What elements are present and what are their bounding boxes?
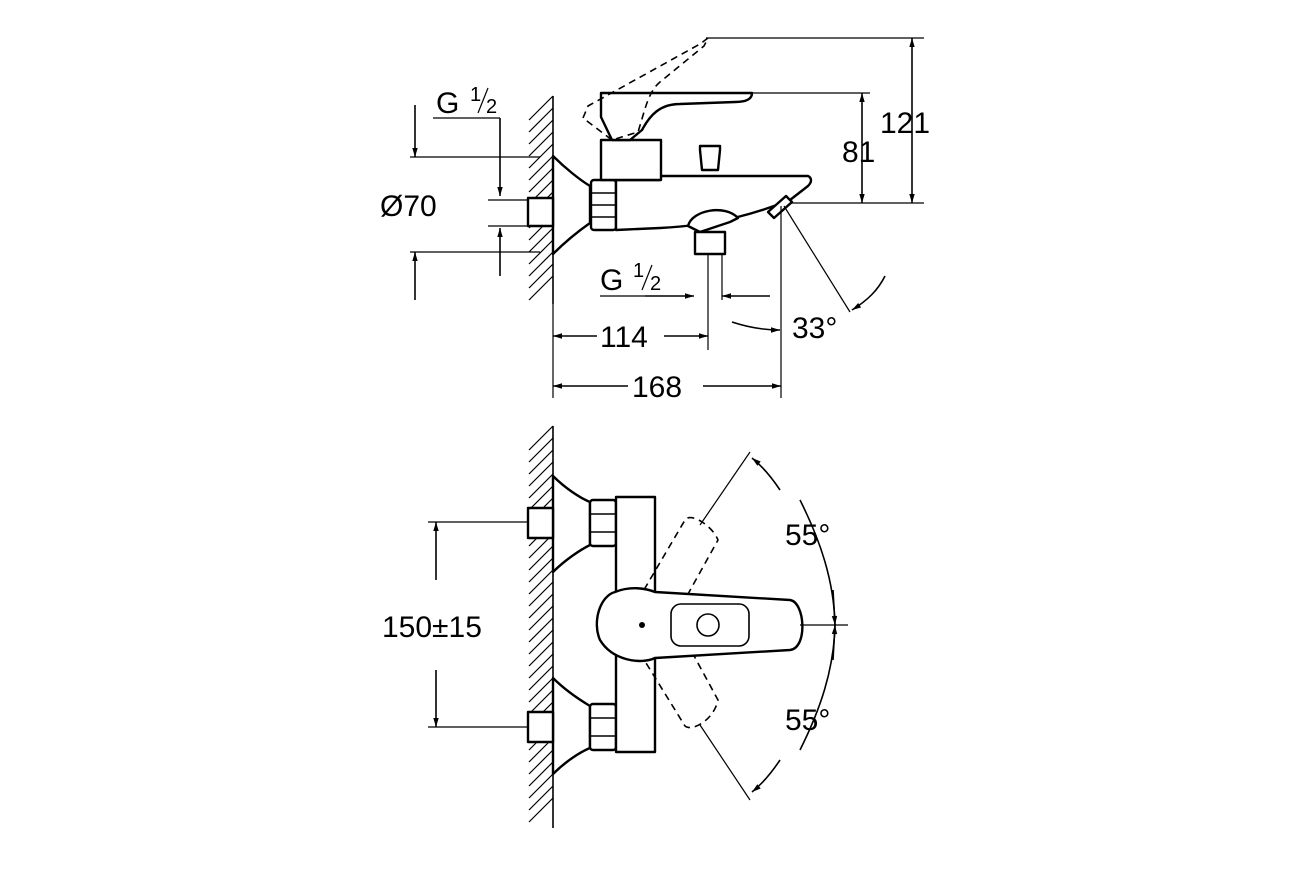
spout-angle-label: 33° bbox=[792, 312, 837, 345]
hatch-line bbox=[528, 251, 554, 277]
hatch-line bbox=[528, 155, 554, 181]
thread-top-num: 1 bbox=[470, 84, 481, 106]
diameter-dim: Ø70 bbox=[380, 190, 540, 300]
hatch-line bbox=[528, 581, 554, 607]
lever-position-up bbox=[636, 516, 719, 613]
hatch-line bbox=[528, 785, 554, 811]
inlet-upper bbox=[526, 474, 655, 574]
hatch-line bbox=[528, 677, 554, 703]
hatch-line bbox=[528, 119, 554, 145]
height-dims: 81 121 bbox=[706, 37, 930, 204]
hatch-line bbox=[528, 143, 554, 169]
hatch-line bbox=[528, 131, 554, 157]
centres-dim: 150±15 bbox=[382, 521, 528, 728]
hatch-line bbox=[528, 473, 554, 499]
angle-down-label: 55° bbox=[785, 704, 830, 737]
lever-position-down bbox=[636, 628, 719, 729]
depth-dims: 114 168 bbox=[552, 304, 781, 404]
hatch-line bbox=[528, 95, 554, 121]
depth-114-label: 114 bbox=[600, 321, 648, 354]
hatch-line bbox=[528, 461, 554, 487]
hatch-line bbox=[528, 485, 554, 511]
thread-top-den: 2 bbox=[486, 96, 497, 118]
hatch-line bbox=[528, 167, 554, 193]
hatch-line bbox=[528, 449, 554, 475]
hatch-line bbox=[528, 653, 554, 679]
thread-top-letter: G bbox=[436, 87, 459, 120]
angle-up-label: 55° bbox=[785, 519, 830, 552]
hatch-line bbox=[528, 617, 554, 643]
hatch-line bbox=[528, 797, 554, 823]
hatch-line bbox=[528, 437, 554, 463]
hatch-line bbox=[528, 107, 554, 133]
hatch-line bbox=[528, 761, 554, 787]
height-121-label: 121 bbox=[880, 107, 930, 140]
lever-top bbox=[595, 587, 804, 663]
thread-dim-bottom: G 1 2 bbox=[600, 254, 770, 350]
thread-bottom-letter: G bbox=[600, 264, 623, 297]
thread-bottom-den: 2 bbox=[650, 273, 661, 295]
thread-dim-top: G 1 2 bbox=[410, 84, 540, 196]
hatch-line bbox=[528, 665, 554, 691]
wall-top bbox=[528, 425, 554, 828]
hatch-line bbox=[528, 275, 554, 301]
hatch-line bbox=[528, 749, 554, 775]
hatch-line bbox=[528, 605, 554, 631]
diverter-side bbox=[686, 209, 740, 234]
hatch-line bbox=[528, 689, 554, 715]
hatch-line bbox=[528, 263, 554, 289]
lever-recess bbox=[670, 603, 750, 647]
inlet-lower bbox=[526, 676, 655, 776]
hatch-line bbox=[528, 239, 554, 265]
hatch-line bbox=[528, 773, 554, 799]
hatch-line bbox=[528, 569, 554, 595]
hatch-line bbox=[528, 641, 554, 667]
side-view: G 1 2 Ø70 81 121 bbox=[380, 37, 930, 404]
height-81-label: 81 bbox=[842, 136, 875, 169]
escutcheon-side bbox=[551, 154, 592, 256]
thread-bottom-num: 1 bbox=[633, 260, 644, 282]
diameter-label: Ø70 bbox=[380, 190, 437, 223]
lever-button bbox=[696, 613, 720, 637]
top-view: 150±15 55° 55° bbox=[382, 425, 848, 828]
cartridge-side bbox=[599, 138, 663, 182]
hatch-line bbox=[528, 227, 554, 253]
hatch-line bbox=[528, 545, 554, 571]
hex-nut-side bbox=[589, 178, 618, 232]
hatch-line bbox=[528, 629, 554, 655]
aerator-side bbox=[766, 194, 794, 220]
centres-label: 150±15 bbox=[382, 611, 482, 644]
lever-angle-dims: 55° 55° bbox=[699, 451, 848, 801]
diverter-knob-side bbox=[698, 144, 722, 172]
hatch-line bbox=[528, 593, 554, 619]
lever-marker bbox=[639, 622, 645, 628]
outlet-connector-side bbox=[693, 230, 727, 256]
hatch-line bbox=[528, 425, 554, 451]
lever-side bbox=[599, 91, 754, 142]
lever-raised-side bbox=[582, 37, 709, 141]
wall-connector-side bbox=[526, 196, 555, 228]
depth-168-label: 168 bbox=[632, 371, 682, 404]
spout-angle-dim: 33° bbox=[731, 205, 886, 398]
hatch-line bbox=[528, 557, 554, 583]
centres-text: 150±15 bbox=[382, 611, 482, 644]
